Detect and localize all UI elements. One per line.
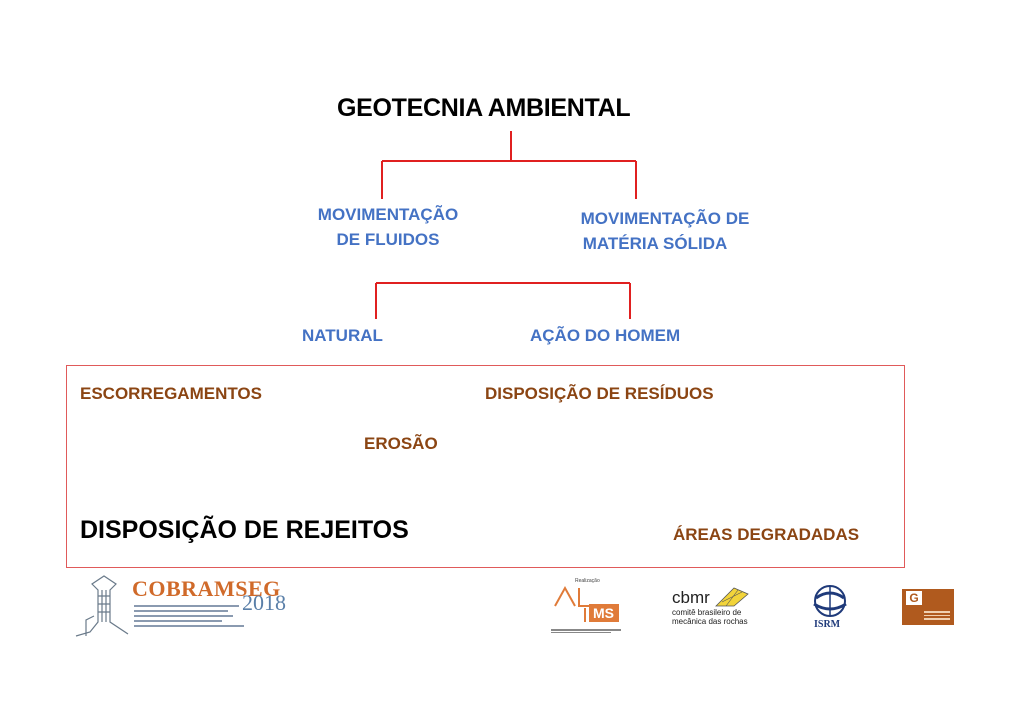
cobramseg-name: COBRAMSEG [132, 576, 281, 601]
spg-logo: G [902, 589, 954, 625]
node-movimentacao-fluidos-line2: DE FLUIDOS [336, 230, 440, 249]
abms-logo: Realização MS [551, 578, 623, 634]
item-disposicao-rejeitos: DISPOSIÇÃO DE REJEITOS [80, 516, 409, 544]
cbmr-name: cbmr [672, 588, 710, 607]
item-escorregamentos: ESCORREGAMENTOS [80, 384, 262, 403]
node-movimentacao-fluidos-line1: MOVIMENTAÇÃO [317, 205, 459, 224]
globe-icon [813, 585, 847, 617]
node-movimentacao-materia-solida: MOVIMENTAÇÃO DE MATÉRIA SÓLIDA [558, 206, 772, 256]
abms-caption: Realização [575, 578, 600, 584]
node-movimentacao-fluidos: MOVIMENTAÇÃO DE FLUIDOS [300, 202, 476, 252]
cbmr-subtitle-line2: mecânica das rochas [672, 617, 748, 626]
item-erosao: EROSÃO [364, 434, 438, 453]
cbmr-logo: cbmr comitê brasileiro de mecânica das r… [672, 587, 764, 628]
building-icon [75, 575, 129, 637]
abms-icon: MS [554, 585, 619, 622]
cobramseg-subtitle-lines [134, 602, 244, 630]
abms-subtitle-lines [551, 628, 621, 634]
svg-text:MS: MS [593, 605, 614, 621]
cbmr-subtitle: comitê brasileiro de mecânica das rochas [672, 608, 748, 626]
cobramseg-logo: COBRAMSEG 2018 [72, 572, 302, 638]
node-natural: NATURAL [302, 326, 383, 345]
item-disposicao-residuos: DISPOSIÇÃO DE RESÍDUOS [485, 384, 714, 403]
node-acao-do-homem: AÇÃO DO HOMEM [530, 326, 681, 345]
isrm-logo: ISRM [806, 584, 854, 632]
isrm-name: ISRM [814, 619, 841, 630]
cbmr-subtitle-line1: comitê brasileiro de [672, 608, 742, 617]
examples-box [66, 365, 905, 568]
diagram-title: GEOTECNIA AMBIENTAL [337, 94, 631, 122]
spg-letter: G [906, 591, 922, 605]
spg-subtitle-lines [924, 609, 950, 622]
cbmr-icon [715, 587, 749, 607]
item-areas-degradadas: ÁREAS DEGRADADAS [673, 525, 860, 544]
node-materia-solida-line2: MATÉRIA SÓLIDA [582, 234, 728, 253]
node-materia-solida-line1: MOVIMENTAÇÃO DE [580, 209, 750, 228]
cobramseg-year: 2018 [242, 590, 286, 615]
